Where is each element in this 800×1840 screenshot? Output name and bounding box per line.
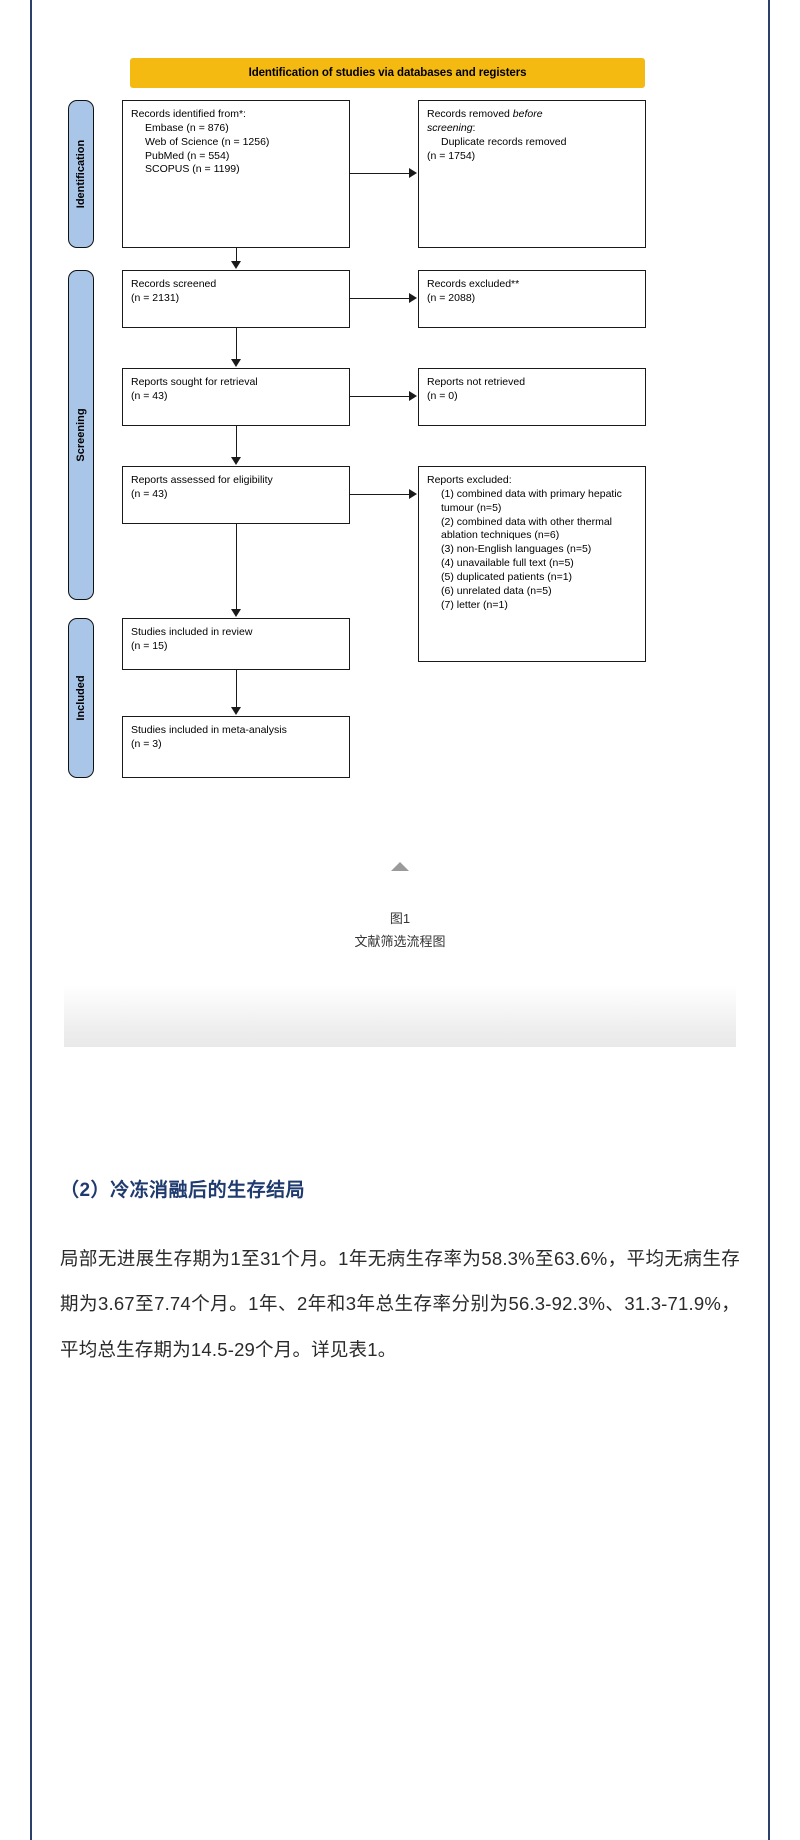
box-reports-assessed-title: Reports assessed for eligibility [131, 474, 273, 486]
stage-label-included-text: Included [75, 675, 87, 721]
box-records-removed-title-pre: Records removed [427, 108, 513, 120]
box-reports-not-retrieved: Reports not retrieved (n = 0) [418, 368, 646, 426]
box-records-identified-line-2: PubMed (n = 554) [145, 149, 230, 162]
body-paragraph: 局部无进展生存期为1至31个月。1年无病生存率为58.3%至63.6%，平均无病… [60, 1248, 740, 1360]
arrow-sought-to-assessed [231, 457, 241, 465]
figure-caption: 图1 文献筛选流程图 [32, 908, 768, 954]
arrow-screened-to-excluded [409, 293, 417, 303]
section-gap-strip [64, 1047, 736, 1107]
stage-label-screening-text: Screening [75, 408, 87, 462]
box-reports-excluded: Reports excluded: (1) combined data with… [418, 466, 646, 662]
box-reports-sought-title: Reports sought for retrieval [131, 376, 258, 388]
box-studies-included-review-count: (n = 15) [131, 639, 168, 652]
reports-excluded-reason-1: (2) combined data with other thermal abl… [441, 515, 612, 542]
reports-excluded-reason-0: (1) combined data with primary hepatic t… [441, 487, 622, 514]
box-reports-sought: Reports sought for retrieval (n = 43) [122, 368, 350, 426]
reports-excluded-reason-4: (5) duplicated patients (n=1) [441, 571, 573, 584]
box-records-removed-line-0: Duplicate records removed [441, 135, 567, 148]
stage-label-included: Included [68, 618, 94, 778]
connector-identified-to-removed [350, 173, 410, 175]
box-records-excluded-count: (n = 2088) [427, 291, 476, 304]
reports-excluded-reason-3: (4) unavailable full text (n=5) [441, 557, 574, 570]
connector-screened-to-sought [236, 328, 238, 360]
prisma-flow-diagram: Identification of studies via databases … [50, 48, 650, 778]
box-records-removed-title-post: : [472, 121, 476, 134]
box-records-removed-title: Records removed before [427, 108, 637, 122]
stage-label-screening: Screening [68, 270, 94, 600]
connector-identified-to-screened [236, 248, 238, 262]
box-reports-assessed: Reports assessed for eligibility (n = 43… [122, 466, 350, 524]
box-studies-included-meta-count: (n = 3) [131, 737, 162, 750]
box-records-identified-line-1: Web of Science (n = 1256) [145, 135, 270, 148]
stage-label-identification: Identification [68, 100, 94, 248]
box-records-excluded-title: Records excluded** [427, 278, 520, 290]
box-studies-included-review: Studies included in review (n = 15) [122, 618, 350, 670]
right-page-rule [768, 0, 770, 1840]
box-records-removed-title-emphasis: before [512, 108, 543, 120]
article-body: （2）冷冻消融后的生存结局 局部无进展生存期为1至31个月。1年无病生存率为58… [60, 1175, 740, 1372]
connector-assessed-to-reportsexcluded [350, 494, 410, 496]
arrow-sought-to-notretrieved [409, 391, 417, 401]
collapse-chevron-up-icon[interactable] [391, 862, 409, 871]
box-records-identified-title: Records identified from*: [131, 108, 246, 120]
arrow-review-to-meta [231, 707, 241, 715]
arrow-assessed-to-review [231, 609, 241, 617]
box-records-excluded: Records excluded** (n = 2088) [418, 270, 646, 328]
stage-label-identification-text: Identification [75, 139, 87, 209]
figure-caption-text: 文献筛选流程图 [354, 933, 446, 949]
left-page-rule [30, 0, 32, 1840]
box-records-screened-count: (n = 2131) [131, 291, 180, 304]
figure-fade-strip [64, 985, 736, 1047]
section-heading: （2）冷冻消融后的生存结局 [60, 1180, 306, 1201]
connector-screened-to-excluded [350, 298, 410, 300]
box-records-screened: Records screened (n = 2131) [122, 270, 350, 328]
box-records-screened-title: Records screened [131, 278, 217, 290]
arrow-identified-to-screened [231, 261, 241, 269]
box-records-removed: Records removed before screening: Duplic… [418, 100, 646, 248]
connector-assessed-to-review [236, 524, 238, 610]
arrow-identified-to-removed [409, 168, 417, 178]
arrow-screened-to-sought [231, 359, 241, 367]
box-records-removed-title-emphasis2: screening [427, 121, 473, 134]
box-studies-included-meta: Studies included in meta-analysis (n = 3… [122, 716, 350, 778]
arrow-assessed-to-reportsexcluded [409, 489, 417, 499]
box-reports-assessed-count: (n = 43) [131, 487, 168, 500]
box-reports-excluded-title: Reports excluded: [427, 474, 512, 486]
connector-review-to-meta [236, 670, 238, 708]
box-records-identified: Records identified from*: Embase (n = 87… [122, 100, 350, 248]
reports-excluded-reason-2: (3) non-English languages (n=5) [441, 543, 592, 556]
connector-sought-to-assessed [236, 426, 238, 458]
box-studies-included-meta-title: Studies included in meta-analysis [131, 724, 287, 736]
prisma-figure-area: Identification of studies via databases … [32, 0, 768, 1107]
reports-excluded-reason-6: (7) letter (n=1) [441, 598, 508, 611]
figure-caption-number: 图1 [389, 911, 411, 926]
box-studies-included-review-title: Studies included in review [131, 626, 253, 638]
box-reports-not-retrieved-count: (n = 0) [427, 389, 458, 402]
reports-excluded-reason-list: (1) combined data with primary hepatic t… [427, 488, 637, 613]
box-records-removed-title-line2: screening: [427, 122, 637, 136]
box-reports-sought-count: (n = 43) [131, 389, 168, 402]
box-records-identified-line-3: SCOPUS (n = 1199) [145, 163, 240, 176]
reports-excluded-reason-5: (6) unrelated data (n=5) [441, 584, 552, 597]
prisma-banner-title: Identification of studies via databases … [130, 58, 645, 88]
box-records-identified-line-0: Embase (n = 876) [145, 121, 229, 134]
box-records-removed-line-1: (n = 1754) [427, 149, 476, 162]
box-reports-not-retrieved-title: Reports not retrieved [427, 376, 526, 388]
connector-sought-to-notretrieved [350, 396, 410, 398]
